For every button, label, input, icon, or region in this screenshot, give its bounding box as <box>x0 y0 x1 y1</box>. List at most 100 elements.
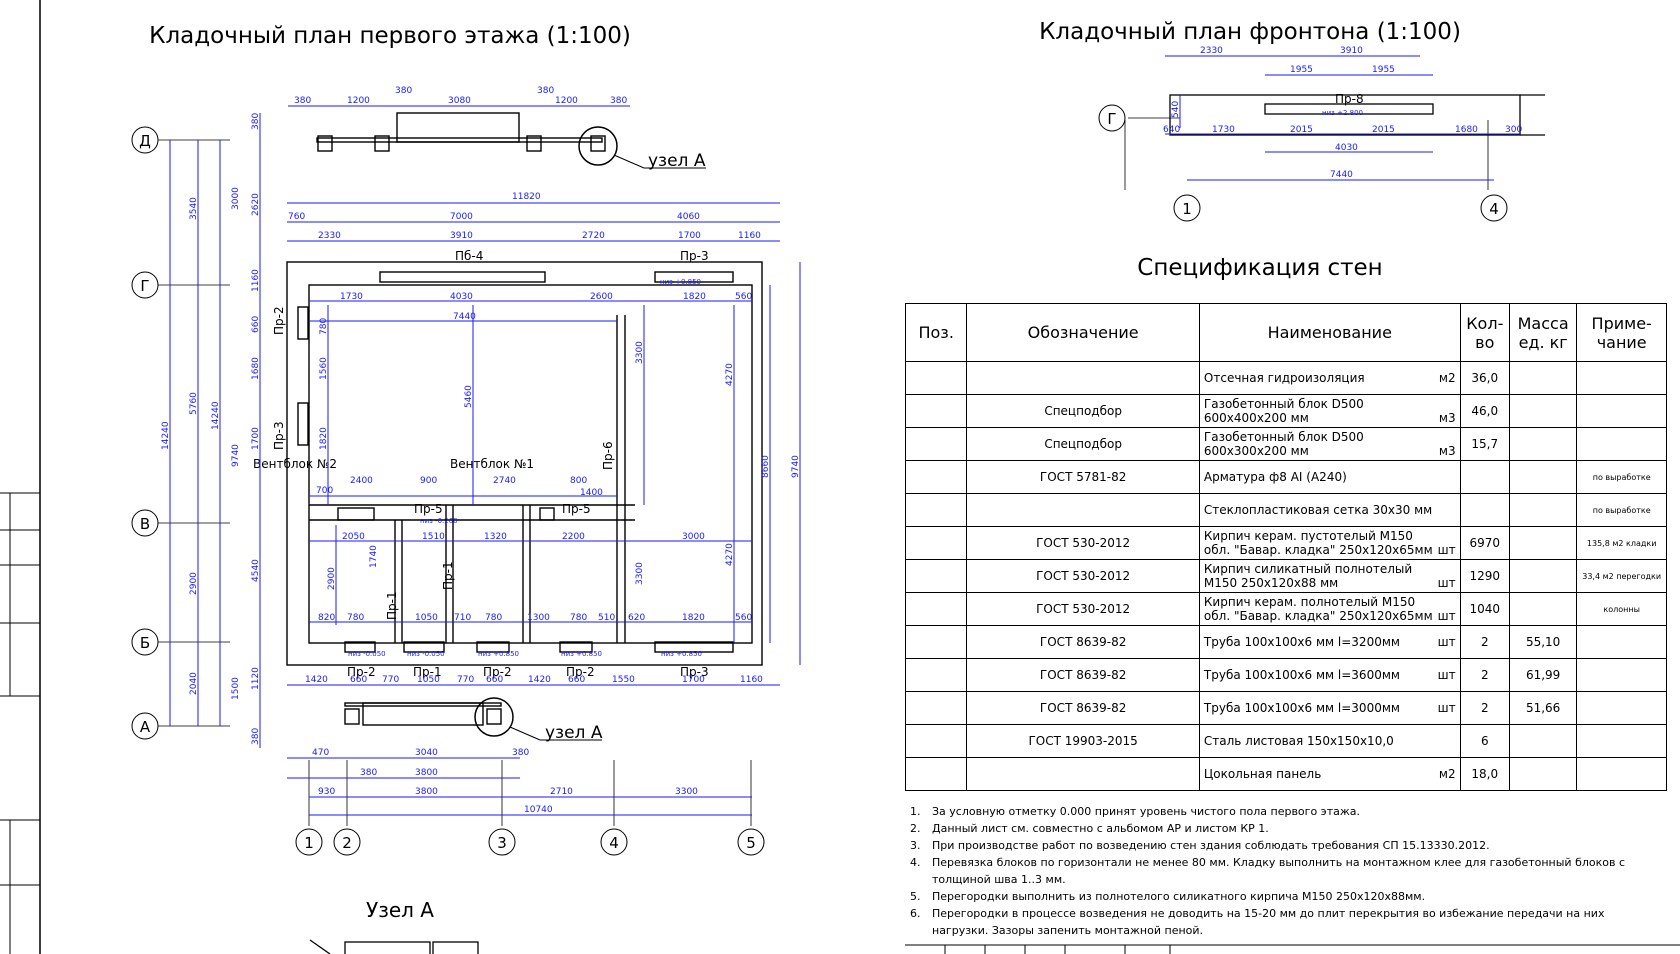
mark-5: низ +0.850 <box>478 650 519 658</box>
spec-unit-text: м2 <box>1438 371 1456 385</box>
spec-header-note: Приме-чание <box>1576 303 1667 362</box>
gable-dim-mid-4: 2015 <box>1372 125 1395 135</box>
note-item: 5.Перегородки выполнить из полнотелого с… <box>910 888 1640 905</box>
mark-7: низ +0.850 <box>661 650 702 658</box>
dim-bt1-3: 770 <box>382 675 399 685</box>
mark-6: низ +0.850 <box>561 650 602 658</box>
spec-header-name: Наименование <box>1198 303 1461 362</box>
note-text: Данный лист см. совместно с альбомом АР … <box>932 822 1269 835</box>
axis-label-b: Б <box>140 634 150 652</box>
spec-cell-name: Кирпич силикатный полнотелый М150 250х12… <box>1198 559 1461 593</box>
note-text: Перевязка блоков по горизонтали не менее… <box>932 856 1626 886</box>
spec-cell-pos <box>904 757 968 791</box>
note-item: 1.За условную отметку 0.000 принят урове… <box>910 803 1640 820</box>
dim-top-5: 380 <box>537 86 554 96</box>
spec-cell-note <box>1576 394 1667 428</box>
notes-list: 1.За условную отметку 0.000 принят урове… <box>910 803 1640 939</box>
spec-name-text: Газобетонный блок D500 600х300х200 мм <box>1203 430 1364 458</box>
spec-cell-pos <box>904 526 968 560</box>
dim-b-5: 780 <box>485 613 502 623</box>
dim-mid-5: 1740 <box>369 545 379 568</box>
spec-cell-qty: 1040 <box>1459 592 1510 626</box>
spec-cell-qty: 36,0 <box>1459 361 1510 395</box>
dim-bt3-1: 930 <box>318 787 335 797</box>
dim-r3-3: 4060 <box>677 212 700 222</box>
spec-cell-name: Стеклопластиковая сетка 30х30 мм <box>1198 493 1461 527</box>
dim-in1-3: 2600 <box>590 292 613 302</box>
dim-l4-2: 2620 <box>251 193 261 216</box>
spec-cell-qty: 46,0 <box>1459 394 1510 428</box>
gable-mark: низ +2.800 <box>1322 109 1363 117</box>
dim-l3-2: 14240 <box>211 401 221 430</box>
dim-bt1-10: 1700 <box>682 675 705 685</box>
gable-axis-g: Г <box>1107 110 1116 128</box>
dim-overall-top: 11820 <box>512 192 541 202</box>
dim-mid-6: 780 <box>319 318 329 335</box>
spec-name-text: Арматура ф8 AI (А240) <box>1203 470 1347 484</box>
dim-bt2-5: 3800 <box>415 768 438 778</box>
spec-name-text: Цокольная панель <box>1203 767 1322 781</box>
dimension-lines <box>169 105 801 816</box>
spec-cell-code: Спецподбор <box>966 394 1200 428</box>
dim-v2-1: 2050 <box>342 532 365 542</box>
axis-label-g: Г <box>140 277 149 295</box>
gable-dim-mid-1: 640 <box>1163 125 1180 135</box>
dim-b-10: 1820 <box>682 613 705 623</box>
bottom-stamp <box>905 944 1680 954</box>
dim-in2-1: 7440 <box>453 312 476 322</box>
dim-v1-6: 1400 <box>580 488 603 498</box>
spec-cell-note: по выработке <box>1576 460 1667 494</box>
gable-dim-low: 4030 <box>1335 143 1358 153</box>
dim-in1-1: 1730 <box>340 292 363 302</box>
dim-b-11: 560 <box>735 613 752 623</box>
dim-v2-5: 3000 <box>682 532 705 542</box>
gable-dim-mid-2: 1730 <box>1212 125 1235 135</box>
spec-name-text: Кирпич силикатный полнотелый М150 250х12… <box>1203 562 1413 590</box>
dim-v1-2: 2400 <box>350 476 373 486</box>
dim-b-8: 510 <box>598 613 615 623</box>
dim-l4-4: 660 <box>251 316 261 333</box>
spec-name-text: Сталь листовая 150х150х10,0 <box>1203 734 1394 748</box>
label-pr6: Пр-6 <box>601 441 615 470</box>
gable-dim-mid-3: 2015 <box>1290 125 1313 135</box>
dim-bt1-7: 1420 <box>528 675 551 685</box>
gable-dim-top2-1: 1955 <box>1290 65 1313 75</box>
spec-cell-code: ГОСТ 8639-82 <box>966 658 1200 692</box>
spec-name-text: Кирпич керам. пустотелый М150 обл. "Бава… <box>1203 529 1433 557</box>
label-pr3-left: Пр-3 <box>272 421 286 450</box>
gable-dim-bottom: 7440 <box>1330 170 1353 180</box>
spec-cell-name: Кирпич керам. пустотелый М150 обл. "Бава… <box>1198 526 1461 560</box>
axis-label-3: 3 <box>497 834 507 852</box>
dim-bt1-11: 1160 <box>740 675 763 685</box>
spec-cell-pos <box>904 361 968 395</box>
spec-cell-code <box>966 361 1200 395</box>
spec-cell-code: ГОСТ 19903-2015 <box>966 724 1200 758</box>
note-text: За условную отметку 0.000 принят уровень… <box>932 805 1361 818</box>
dim-l4-9: 380 <box>251 728 261 745</box>
spec-cell-mass <box>1508 526 1578 560</box>
spec-cell-note: 135,8 м2 кладки <box>1576 526 1667 560</box>
axis-label-1: 1 <box>304 834 314 852</box>
dim-bt4-1: 10740 <box>524 805 553 815</box>
spec-cell-qty: 18,0 <box>1459 757 1510 791</box>
note-item: 2.Данный лист см. совместно с альбомом А… <box>910 820 1640 837</box>
spec-cell-note: 33,4 м2 перегодки <box>1576 559 1667 593</box>
dim-l2-2: 5760 <box>189 392 199 415</box>
dim-right-5: 4270 <box>725 543 735 566</box>
plan-title: Кладочный план первого этажа (1:100) <box>149 23 631 49</box>
spec-cell-mass <box>1508 757 1578 791</box>
dim-b-2: 780 <box>347 613 364 623</box>
spec-cell-note <box>1576 427 1667 461</box>
dim-b-3: 1050 <box>415 613 438 623</box>
dim-b-7: 780 <box>570 613 587 623</box>
spec-cell-mass <box>1508 394 1578 428</box>
axis-label-a: А <box>140 718 151 736</box>
spec-cell-pos <box>904 658 968 692</box>
